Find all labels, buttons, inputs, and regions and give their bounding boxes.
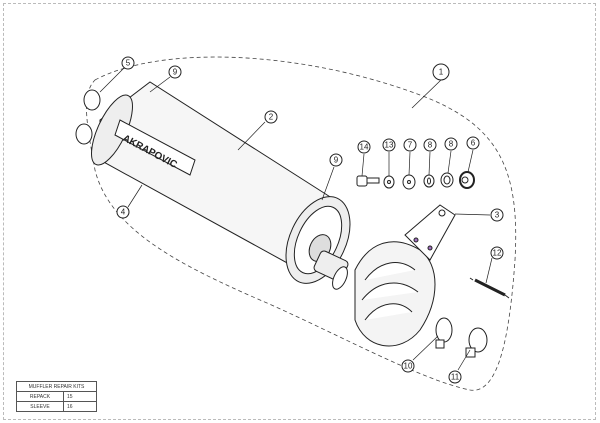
svg-text:3: 3 [495,211,500,220]
svg-text:10: 10 [404,362,413,371]
callout-9: 9 [149,65,182,93]
drawing-frame [3,3,596,420]
svg-text:6: 6 [471,139,476,148]
kit-name: SLEEVE [16,401,64,412]
callout-9: 9 [321,153,343,201]
callout-7: 7 [403,138,417,176]
callout-10: 10 [401,335,439,373]
svg-text:1: 1 [439,68,444,77]
table-row: SLEEVE 16 [16,401,97,412]
kit-name: REPACK [16,391,64,402]
callout-13: 13 [382,138,396,176]
svg-text:11: 11 [451,373,460,382]
callout-5: 5 [99,56,135,93]
callout-2: 2 [237,110,278,151]
callout-1: 1 [411,63,450,109]
svg-text:7: 7 [408,141,413,150]
svg-text:12: 12 [493,249,502,258]
svg-text:8: 8 [449,140,454,149]
svg-text:9: 9 [334,156,339,165]
callout-6: 6 [466,136,480,173]
repair-kits-table: MUFFLER REPAIR KITS REPACK 15 SLEEVE 16 [16,381,97,412]
callout-12: 12 [485,246,504,284]
assembly-outline [86,56,517,391]
table-row: REPACK 15 [16,391,97,402]
svg-text:2: 2 [269,113,274,122]
callout-11: 11 [448,349,471,384]
hardware-parts [356,171,510,358]
bracket-heat-shield [354,204,456,347]
callout-3: 3 [454,208,504,222]
svg-text:5: 5 [126,59,131,68]
svg-text:4: 4 [121,208,126,217]
kit-number: 16 [63,401,97,412]
callout-14: 14 [357,140,371,177]
repair-kits-title: MUFFLER REPAIR KITS [16,381,97,392]
kit-number: 15 [63,391,97,402]
muffler-body [75,81,351,290]
callout-8: 8 [444,137,458,174]
svg-text:8: 8 [428,141,433,150]
callout-4: 4 [116,184,143,219]
svg-text:14: 14 [360,143,369,152]
svg-text:9: 9 [173,68,178,77]
callout-8: 8 [423,138,437,176]
svg-text:13: 13 [385,141,394,150]
